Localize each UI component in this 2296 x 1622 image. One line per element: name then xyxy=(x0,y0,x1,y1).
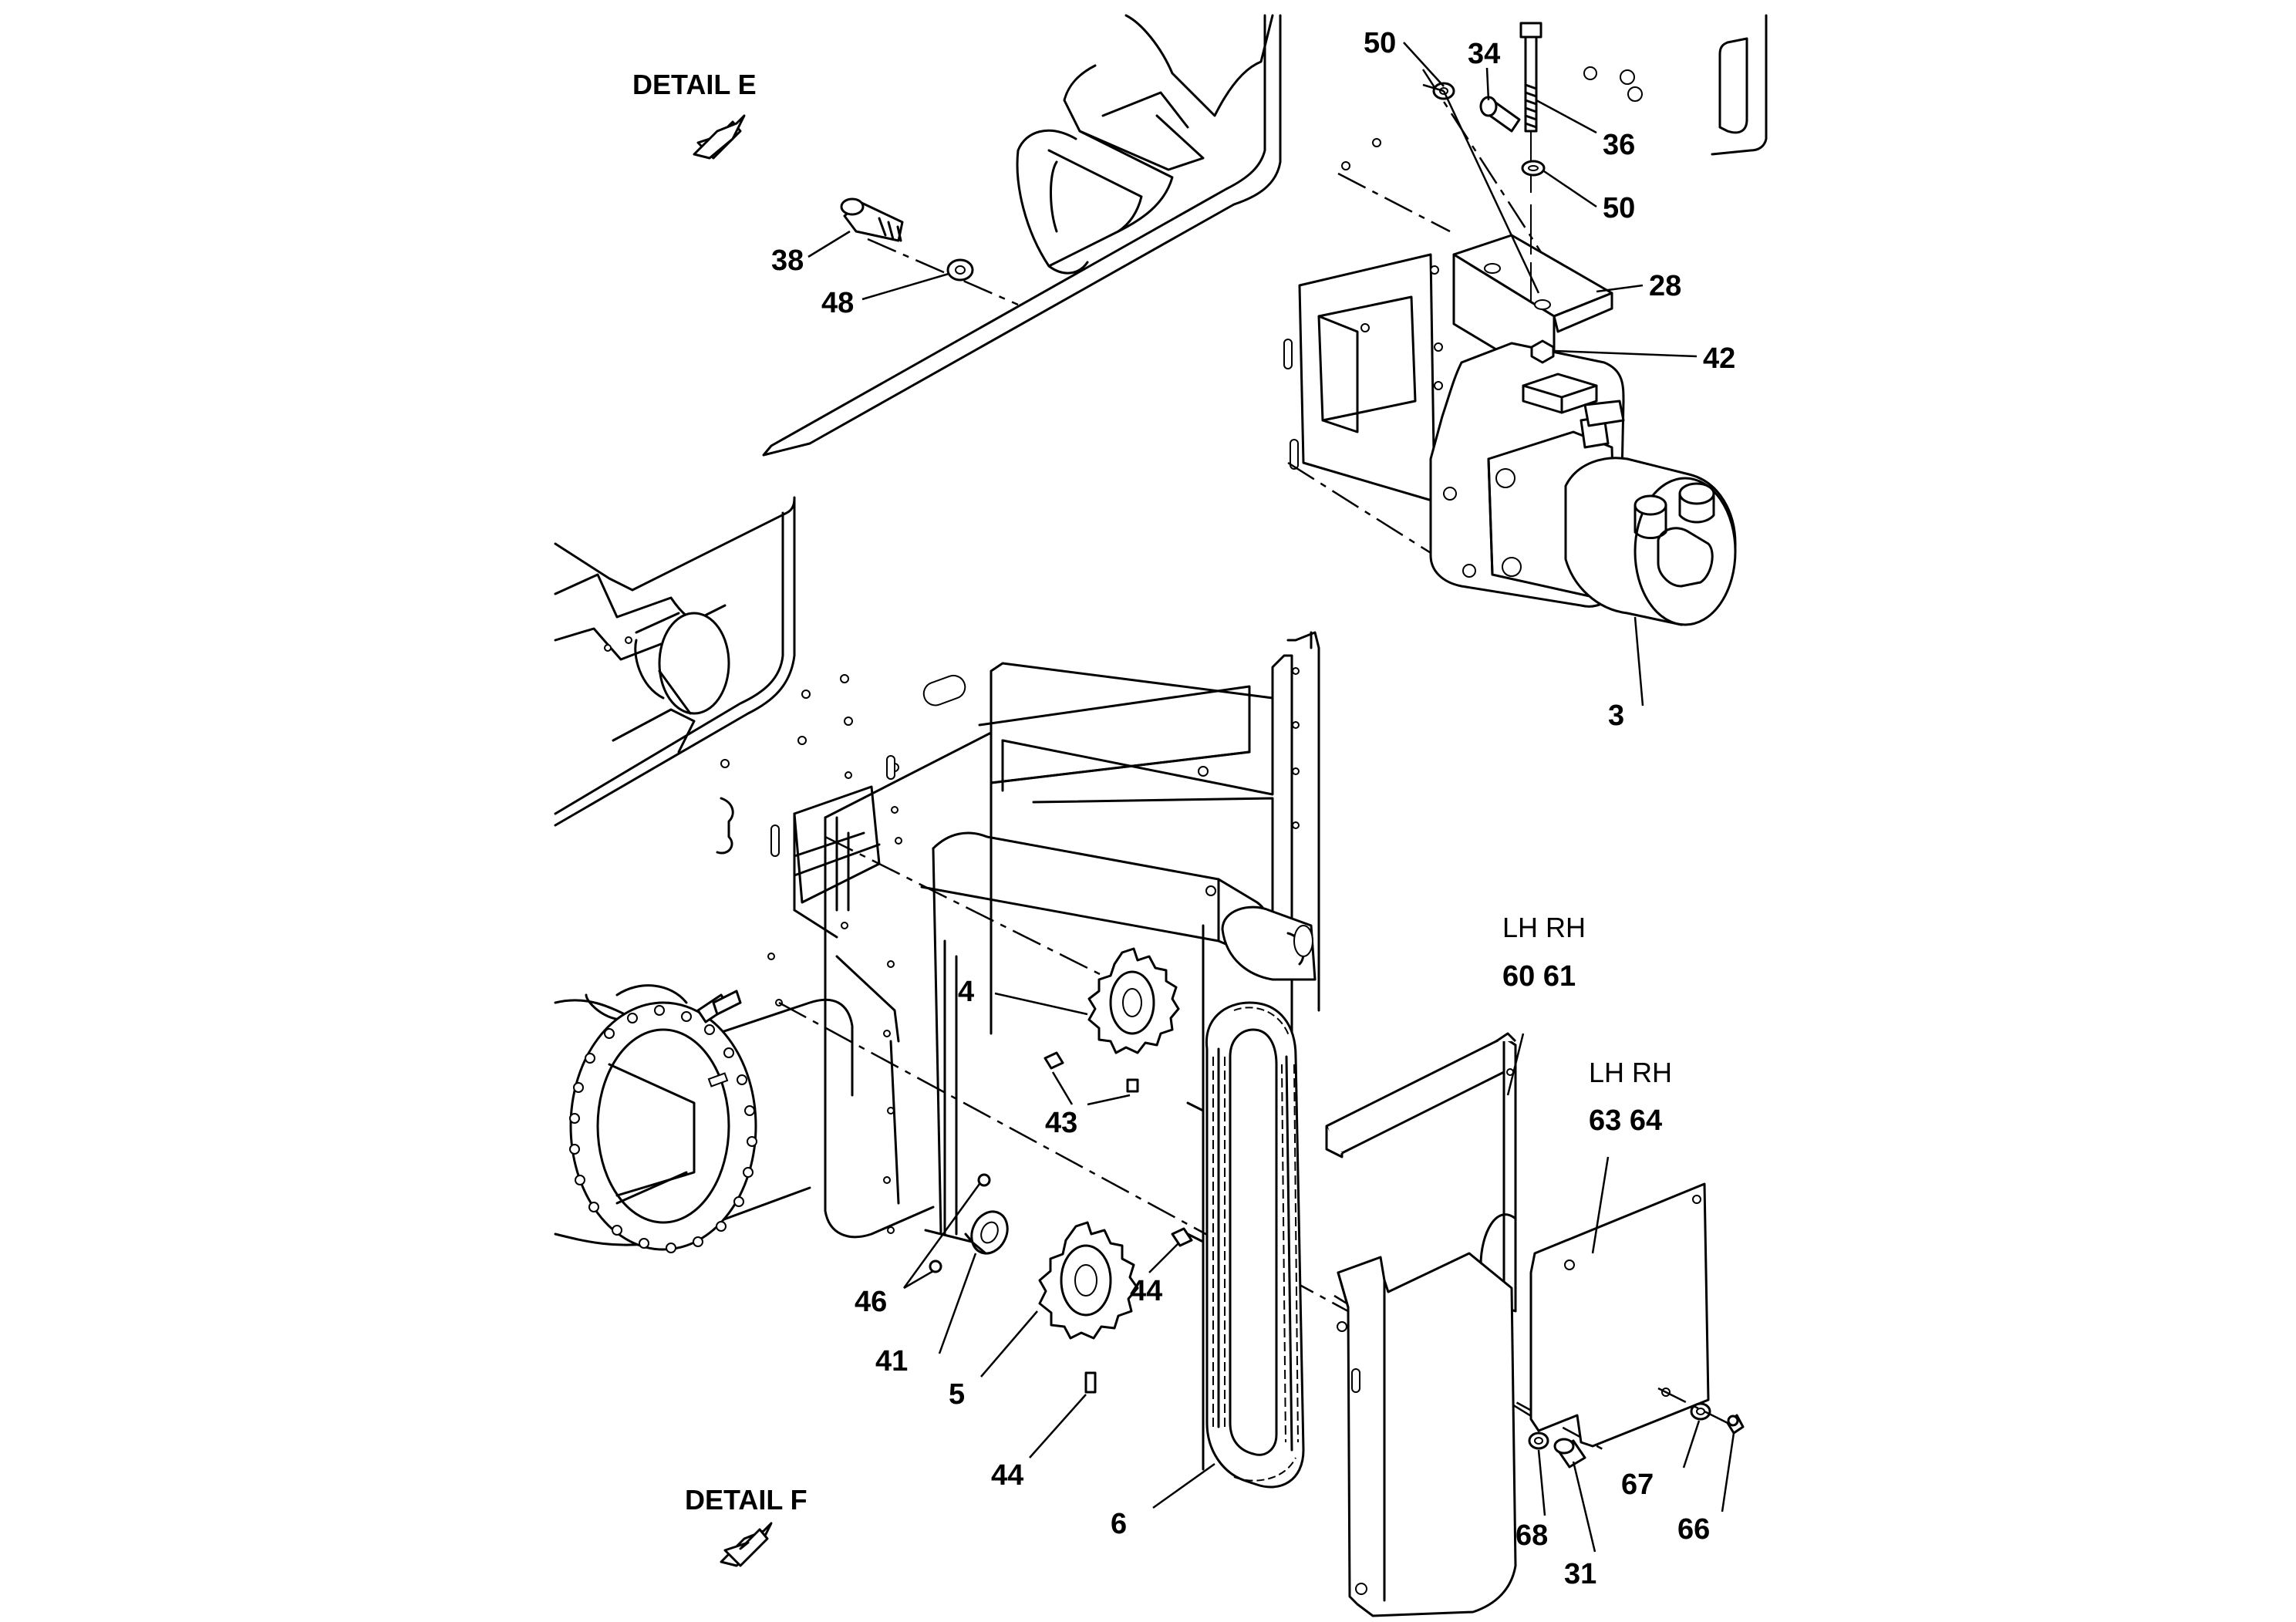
pin-43b xyxy=(1126,1078,1139,1093)
upper-guard-side-header: LH RH xyxy=(1502,912,1586,943)
callout-4: 4 xyxy=(958,976,974,1008)
callout-3: 3 xyxy=(1608,700,1624,732)
washer-50-lower xyxy=(1521,160,1546,177)
roller-chain xyxy=(1205,1001,1305,1489)
callout-50-upper: 50 xyxy=(1364,27,1396,59)
callout-42: 42 xyxy=(1703,342,1735,375)
upper-chain-guard xyxy=(1325,1032,1517,1320)
drive-sprocket-4 xyxy=(1087,947,1180,1054)
lower-guard-part-numbers: 63 64 xyxy=(1589,1104,1662,1137)
axis-line-upper-2 xyxy=(1287,461,1435,557)
bolt-36 xyxy=(1519,22,1542,301)
cover-plate xyxy=(1529,1182,1710,1448)
hydraulic-motor xyxy=(1429,342,1737,626)
callout-68: 68 xyxy=(1515,1519,1548,1552)
bolt-34 xyxy=(1479,96,1521,133)
callout-67: 67 xyxy=(1621,1469,1654,1501)
upper-guard-part-numbers: 60 61 xyxy=(1502,960,1576,993)
callout-38: 38 xyxy=(771,244,804,277)
detail-e-title: DETAIL E xyxy=(632,69,757,100)
callout-44-lower: 44 xyxy=(991,1459,1023,1492)
washer-48 xyxy=(946,258,974,282)
callout-31: 31 xyxy=(1564,1558,1596,1590)
lower-chain-guard xyxy=(1337,1252,1517,1617)
callout-46: 46 xyxy=(855,1286,887,1318)
nut-42 xyxy=(1530,339,1555,364)
drive-sprocket-5 xyxy=(1038,1221,1139,1340)
mount-bracket xyxy=(1452,234,1613,360)
axis-line-fasteners xyxy=(1657,1387,1736,1428)
callout-41: 41 xyxy=(875,1345,908,1378)
callout-44-upper: 44 xyxy=(1130,1275,1162,1307)
screw-46 xyxy=(929,1173,991,1273)
callout-43: 43 xyxy=(1045,1107,1077,1139)
upper-frame xyxy=(762,14,1768,457)
pin-43a xyxy=(1043,1051,1064,1070)
washer-68 xyxy=(1528,1431,1549,1450)
callout-48: 48 xyxy=(821,287,854,319)
detail-e-arrow xyxy=(693,114,746,160)
screw-31 xyxy=(1553,1438,1586,1469)
bolt-circle xyxy=(569,1005,757,1253)
callout-66: 66 xyxy=(1677,1513,1710,1546)
washer-50-branch xyxy=(1422,83,1540,294)
callout-36: 36 xyxy=(1603,129,1635,161)
motor-mount-plate xyxy=(1283,253,1443,503)
axis-line-bolt-38 xyxy=(867,238,1019,306)
bolt-38 xyxy=(840,197,904,242)
lower-frame xyxy=(554,496,1320,1471)
lower-guard-side-header: LH RH xyxy=(1589,1057,1672,1088)
seal-41 xyxy=(964,1210,1009,1255)
detail-f-arrow xyxy=(720,1522,773,1567)
callout-28: 28 xyxy=(1649,270,1681,302)
pin-44-upper xyxy=(1171,1227,1193,1247)
axis-line-upper-3 xyxy=(1421,69,1544,255)
callout-34: 34 xyxy=(1468,38,1500,70)
callout-5: 5 xyxy=(949,1378,965,1411)
leader-lines xyxy=(807,42,1735,1553)
callout-50-lower: 50 xyxy=(1603,192,1635,224)
axis-line-upper-1 xyxy=(1337,172,1451,233)
screw-66 xyxy=(1726,1414,1745,1435)
callout-6: 6 xyxy=(1111,1508,1127,1540)
pin-44-lower xyxy=(1084,1371,1097,1394)
detail-f-title: DETAIL F xyxy=(685,1484,807,1516)
